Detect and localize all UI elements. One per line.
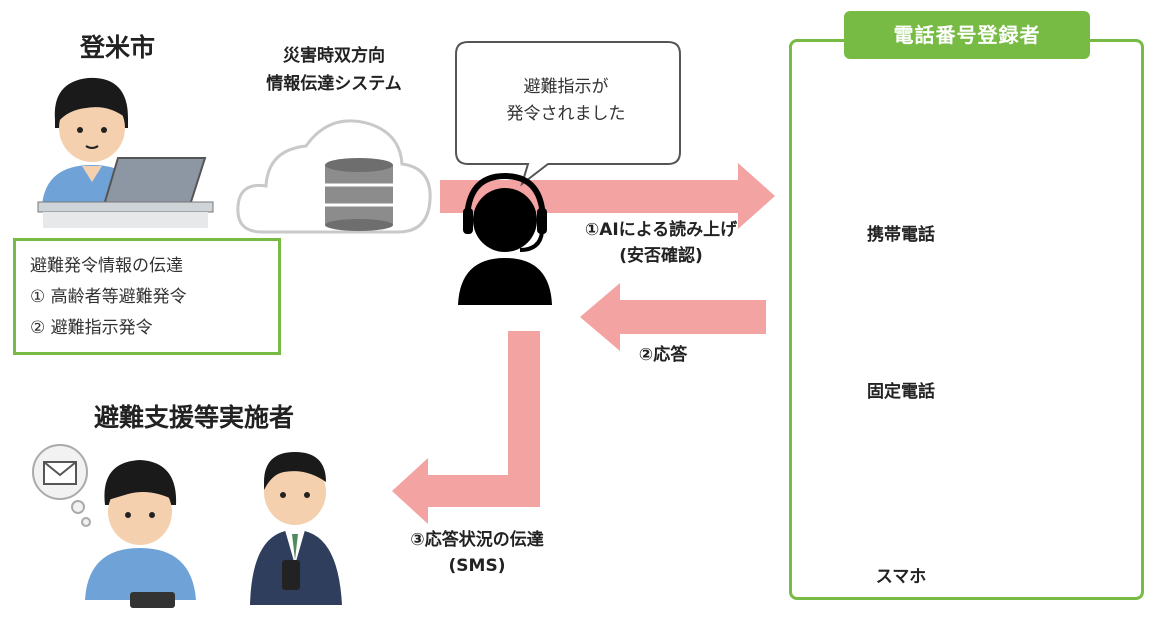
speech-bubble: [455, 41, 681, 187]
notice-item: ② 避難指示発令: [30, 318, 153, 338]
device-label-smartphone: スマホ: [875, 567, 927, 587]
step3-line1: ③応答状況の伝達: [410, 530, 544, 550]
device-label-landline: 固定電話: [867, 382, 935, 402]
step1-line2: (安否確認): [619, 246, 703, 266]
speech-bubble-text: 避難指示が 発令されました: [466, 74, 666, 128]
envelope-icon: [32, 444, 91, 527]
notice-title: 避難発令情報の伝達: [30, 256, 183, 276]
operator-headset-icon: [458, 172, 552, 305]
notice-box: 避難発令情報の伝達 ① 高齢者等避難発令 ② 避難指示発令: [13, 238, 281, 355]
city-name: 登米市: [80, 33, 156, 62]
device-label-mobile: 携帯電話: [867, 225, 935, 245]
system-title-line2: 情報伝達システム: [266, 74, 402, 94]
laptop-icon: [37, 157, 214, 228]
system-title: 災害時双方向 情報伝達システム: [244, 42, 424, 98]
arrow-to-support: [392, 331, 540, 524]
step3-line2: (SMS): [448, 556, 506, 576]
step2-label: ②応答: [618, 342, 708, 368]
speech-bubble-line1: 避難指示が: [523, 77, 609, 97]
step3-label: ③応答状況の伝達 (SMS): [362, 527, 592, 579]
arrow-response: [580, 283, 766, 351]
support-person-1: [85, 460, 196, 608]
step1-line1: ①AIによる読み上げ: [584, 220, 738, 240]
speech-bubble-line2: 発令されました: [506, 104, 626, 124]
support-title: 避難支援等実施者: [94, 403, 295, 432]
registrants-frame: [789, 39, 1144, 600]
step1-label: ①AIによる読み上げ (安否確認): [556, 217, 766, 269]
notice-item: ① 高齢者等避難発令: [30, 287, 187, 307]
system-title-line1: 災害時双方向: [283, 46, 385, 66]
database-icon: [325, 158, 393, 231]
step2-line1: ②応答: [638, 345, 688, 365]
registrants-title: 電話番号登録者: [844, 11, 1090, 59]
support-person-2: [250, 452, 342, 605]
